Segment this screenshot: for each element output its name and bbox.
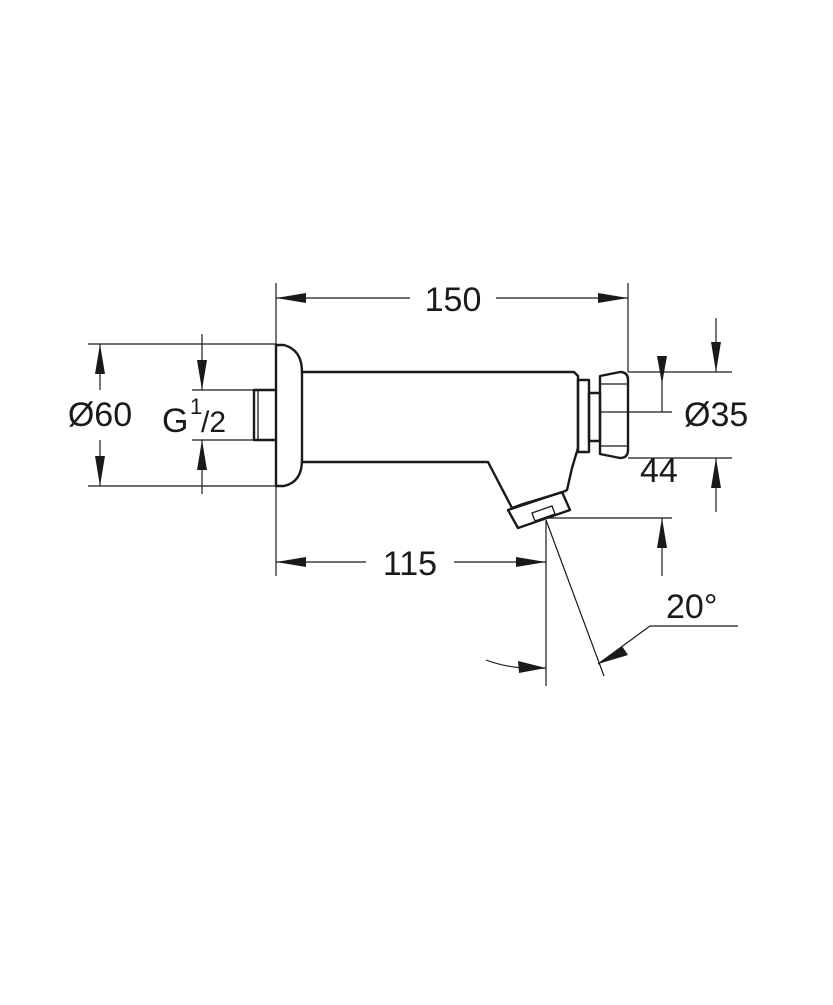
thread-label-g: G: [162, 402, 188, 440]
dimension-overall-length: 150: [276, 281, 628, 319]
faucet-outline: [252, 343, 630, 530]
button-height-label: 44: [640, 452, 678, 490]
spray-angle-label: 20°: [666, 588, 717, 626]
wall-flange: [274, 343, 304, 488]
dimension-spray-angle: 20°: [485, 588, 738, 673]
spray-angle-line: [545, 519, 605, 677]
dimension-button-diameter: Ø35: [657, 356, 748, 434]
faucet-body: [300, 370, 580, 510]
button-diameter-label: Ø35: [684, 396, 748, 434]
outlet-distance-label: 115: [383, 545, 437, 583]
extension-lines: [88, 283, 732, 686]
dimension-outlet-distance: 115: [276, 545, 546, 583]
dimension-outlet-height: [657, 518, 667, 576]
push-button: [598, 370, 630, 460]
dimension-thread: G 1 /2: [162, 334, 226, 494]
aerator: [506, 490, 572, 530]
aerator-slot: [531, 505, 556, 522]
thread-label-numerator: 1: [190, 394, 202, 419]
button-collar: [576, 378, 591, 454]
dimension-flange-diameter: Ø60: [68, 344, 132, 486]
thread-stub: [252, 388, 278, 442]
thread-label-slash: /2: [201, 406, 226, 439]
flange-diameter-label: Ø60: [68, 396, 132, 434]
overall-length-label: 150: [425, 281, 482, 319]
button-ring: [587, 391, 602, 443]
dimension-button-height: 44: [640, 318, 721, 512]
